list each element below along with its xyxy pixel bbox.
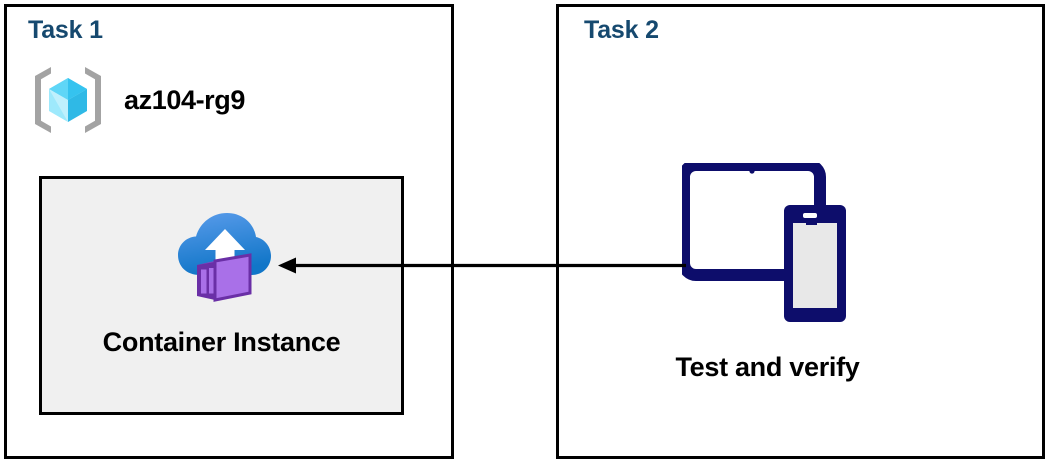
test-and-verify-label: Test and verify: [675, 352, 860, 382]
panel-task-2-title: Task 2: [584, 16, 659, 44]
azure-resource-group-icon: [30, 64, 106, 136]
resource-group-row: az104-rg9: [30, 64, 330, 136]
container-instance-box: Container Instance: [39, 176, 404, 415]
azure-container-instance-icon: [170, 201, 274, 305]
container-instance-label: Container Instance: [102, 327, 341, 357]
devices-tablet-phone-icon: [678, 159, 865, 328]
panel-task-1-title: Task 1: [28, 16, 103, 44]
resource-group-label: az104-rg9: [124, 84, 245, 115]
